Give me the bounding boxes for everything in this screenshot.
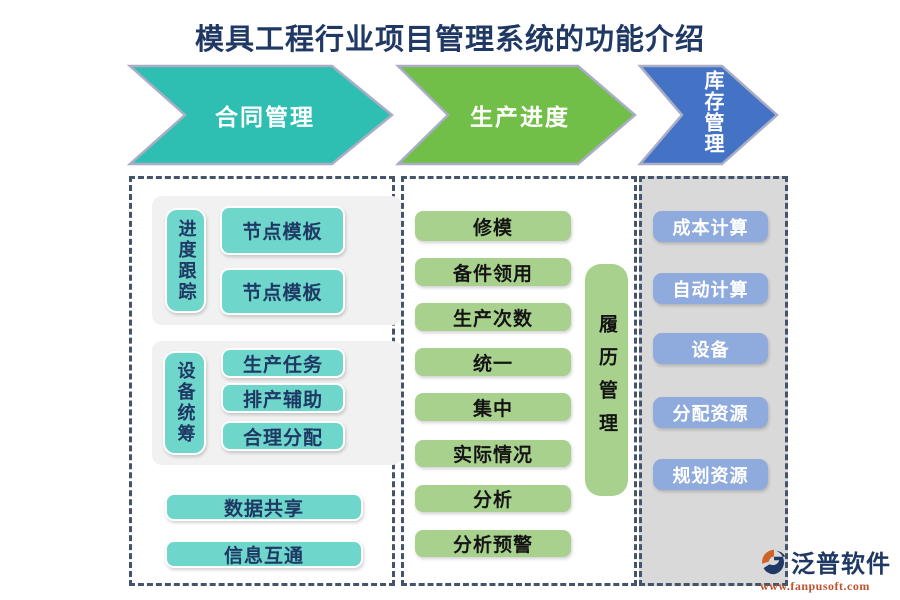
contract-management-arrow — [126, 64, 394, 166]
contract-column: 进度跟踪 节点模板 节点模板 设备统筹 生产任务 排产辅助 合理分配 数据共享 … — [129, 176, 402, 586]
centralized-box: 集中 — [415, 393, 571, 421]
node-template-box-1: 节点模板 — [220, 206, 345, 255]
unified-box: 统一 — [415, 348, 571, 376]
auto-calculation-box: 自动计算 — [653, 273, 768, 304]
plan-resources-box: 规划资源 — [653, 459, 768, 490]
inventory-column: 成本计算 自动计算 设备 分配资源 规划资源 — [639, 176, 788, 586]
progress-tracking-label: 进度跟踪 — [165, 208, 206, 313]
arrow-shape-2 — [394, 64, 637, 166]
history-management-label: 履历管理 — [585, 264, 628, 496]
arrow-shape-3 — [637, 64, 779, 166]
rational-allocation-box: 合理分配 — [221, 421, 345, 451]
node-template-box-2: 节点模板 — [220, 268, 345, 315]
production-count-box: 生产次数 — [415, 303, 571, 331]
analysis-warning-box: 分析预警 — [415, 530, 571, 557]
page-title: 模具工程行业项目管理系统的功能介绍 — [194, 22, 705, 56]
production-column: 修模 备件领用 生产次数 统一 集中 实际情况 分析 分析预警 履历管理 — [401, 176, 637, 586]
vendor-name: 泛普软件 — [791, 549, 891, 578]
vendor-watermark: 泛普软件 www.fanpusoft.com — [760, 544, 896, 594]
cost-calculation-box: 成本计算 — [653, 211, 768, 242]
equipment-box: 设备 — [653, 333, 768, 364]
info-exchange-box: 信息互通 — [165, 540, 363, 568]
actual-situation-box: 实际情况 — [415, 440, 571, 467]
scheduling-assist-box: 排产辅助 — [221, 383, 345, 413]
equipment-planning-label: 设备统筹 — [163, 351, 206, 455]
spare-parts-box: 备件领用 — [415, 258, 571, 286]
fanpu-logo-icon — [762, 549, 786, 574]
inventory-management-arrow — [637, 64, 779, 166]
allocate-resources-box: 分配资源 — [653, 397, 768, 428]
vendor-url: www.fanpusoft.com — [760, 579, 870, 593]
arrow-shape-1 — [126, 64, 394, 166]
production-task-box: 生产任务 — [221, 348, 345, 378]
mold-repair-box: 修模 — [415, 211, 571, 241]
analysis-box: 分析 — [415, 485, 571, 512]
data-sharing-box: 数据共享 — [165, 493, 363, 521]
production-progress-arrow — [394, 64, 637, 166]
